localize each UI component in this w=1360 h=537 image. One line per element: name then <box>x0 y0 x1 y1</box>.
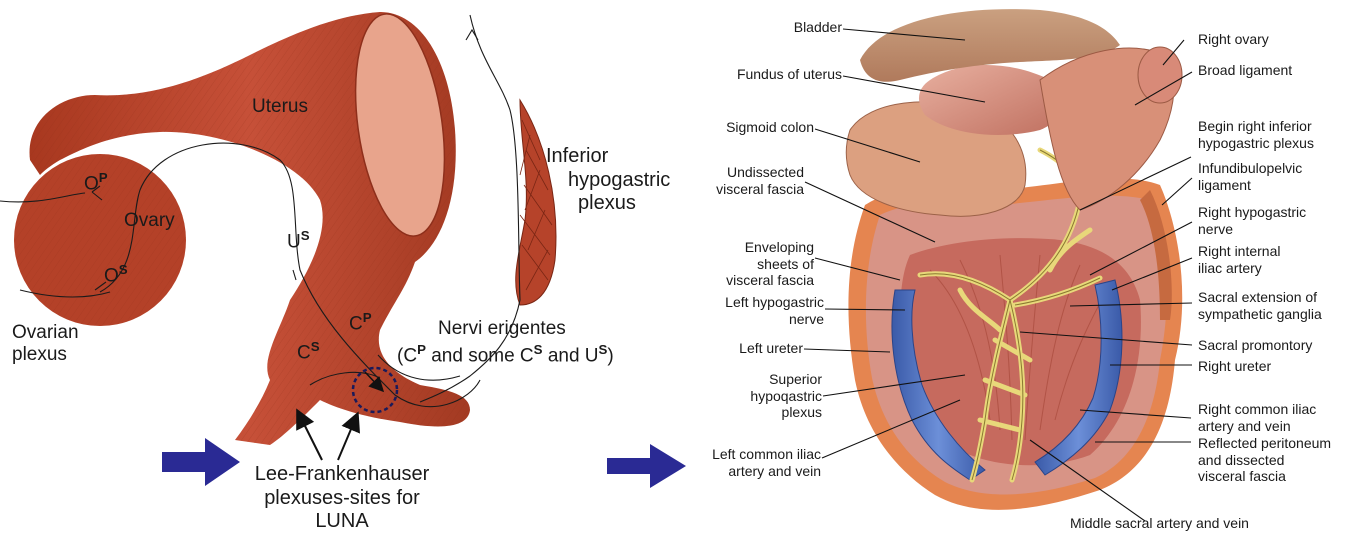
label-inferior-line: Inferior <box>546 145 670 169</box>
c-p-sup: P <box>363 310 372 325</box>
o-p-sup: P <box>99 170 108 185</box>
label-left-hypogastric-nerve: Left hypogastric nerve <box>690 294 824 327</box>
label-line: Enveloping <box>700 239 814 256</box>
label-broad-ligament: Broad ligament <box>1198 62 1292 79</box>
left-blue-arrow <box>162 438 240 486</box>
nervi-sub-open: (C <box>397 345 417 366</box>
label-fundus-of-uterus: Fundus of uterus <box>700 66 842 83</box>
label-inferior-line: plexus <box>546 192 670 216</box>
label-lee-line: plexuses-sites for <box>238 487 446 511</box>
label-line: visceral fascia <box>1198 468 1331 485</box>
label-line: hypoqastric <box>720 388 822 405</box>
label-line: Left hypogastric <box>690 294 824 311</box>
label-line: ligament <box>1198 177 1302 194</box>
label-right-internal-iliac: Right internal iliac artery <box>1198 243 1281 276</box>
label-line: Reflected peritoneum <box>1198 435 1331 452</box>
o-p-base: O <box>84 173 99 194</box>
label-line: hypogastric plexus <box>1198 135 1314 152</box>
label-superior-hypogastric-plexus: Superior hypoqastric plexus <box>720 371 822 421</box>
label-lee-line: Lee-Frankenhauser <box>238 463 446 487</box>
label-right-ovary: Right ovary <box>1198 31 1269 48</box>
label-ovarian-plexus-line: plexus <box>12 344 79 366</box>
c-p-base: C <box>349 313 363 334</box>
label-inferior-hypogastric-plexus: Inferior hypogastric plexus <box>546 145 670 216</box>
label-right-hypogastric-nerve: Right hypogastric nerve <box>1198 204 1306 237</box>
label-line: Left common iliac <box>690 446 821 463</box>
label-left-common-iliac: Left common iliac artery and vein <box>690 446 821 479</box>
nervi-sub-s1: S <box>534 342 543 357</box>
label-line: Infundibulopelvic <box>1198 160 1302 177</box>
o-s-sup: S <box>119 262 128 277</box>
label-line: nerve <box>690 311 824 328</box>
label-line: Undissected <box>680 164 804 181</box>
label-sigmoid-colon: Sigmoid colon <box>690 119 814 136</box>
label-lee-line: LUNA <box>238 510 446 534</box>
label-line: Sacral extension of <box>1198 289 1322 306</box>
label-enveloping-sheets: Enveloping sheets of visceral fascia <box>700 239 814 289</box>
c-s-base: C <box>297 342 311 363</box>
label-inferior-line: hypogastric <box>546 169 670 193</box>
label-line: Right internal <box>1198 243 1281 260</box>
label-uterus: Uterus <box>252 96 308 118</box>
label-line: visceral fascia <box>700 272 814 289</box>
label-sacral-extension: Sacral extension of sympathetic ganglia <box>1198 289 1322 322</box>
nervi-sub-and: and U <box>543 345 599 366</box>
right-ovary-shape <box>1138 47 1182 103</box>
nervi-sub-p1: P <box>417 342 426 357</box>
label-line: artery and vein <box>690 463 821 480</box>
u-s-sup: S <box>301 228 310 243</box>
label-begin-right-inferior: Begin right inferior hypogastric plexus <box>1198 118 1314 151</box>
label-nervi-erigentes-sub: (CP and some CS and US) <box>397 342 614 368</box>
label-sacral-promontory: Sacral promontory <box>1198 337 1312 354</box>
nervi-sub-mid: and some C <box>426 345 534 366</box>
label-infundibulopelvic: Infundibulopelvic ligament <box>1198 160 1302 193</box>
label-line: and dissected <box>1198 452 1331 469</box>
label-line: Begin right inferior <box>1198 118 1314 135</box>
label-nervi-erigentes: Nervi erigentes <box>438 318 566 340</box>
label-c-s: CS <box>297 339 320 365</box>
label-right-common-iliac: Right common iliac artery and vein <box>1198 401 1316 434</box>
label-line: sheets of <box>700 256 814 273</box>
o-s-base: O <box>104 265 119 286</box>
label-u-s: US <box>287 228 310 254</box>
label-ovary: Ovary <box>124 210 175 232</box>
label-line: Right hypogastric <box>1198 204 1306 221</box>
label-o-p: OP <box>84 170 108 196</box>
c-s-sup: S <box>311 339 320 354</box>
label-line: artery and vein <box>1198 418 1316 435</box>
label-line: Superior <box>720 371 822 388</box>
nervi-sub-close: ) <box>607 345 613 366</box>
label-right-ureter: Right ureter <box>1198 358 1271 375</box>
label-line: visceral fascia <box>680 181 804 198</box>
right-anatomy <box>607 9 1192 521</box>
right-blue-arrow <box>607 444 686 488</box>
label-ovarian-plexus: Ovarian plexus <box>12 322 79 367</box>
label-line: plexus <box>720 404 822 421</box>
label-o-s: OS <box>104 262 128 288</box>
label-ovarian-plexus-line: Ovarian <box>12 322 79 344</box>
label-line: iliac artery <box>1198 260 1281 277</box>
u-s-base: U <box>287 231 301 252</box>
label-left-ureter: Left ureter <box>700 340 803 357</box>
label-undissected-visceral-fascia: Undissected visceral fascia <box>680 164 804 197</box>
label-bladder: Bladder <box>760 19 842 36</box>
label-line: sympathetic ganglia <box>1198 306 1322 323</box>
left-anatomy <box>0 8 556 486</box>
label-lee-frankenhauser: Lee-Frankenhauser plexuses-sites for LUN… <box>238 463 446 534</box>
label-middle-sacral: Middle sacral artery and vein <box>1070 515 1249 532</box>
label-reflected-peritoneum: Reflected peritoneum and dissected visce… <box>1198 435 1331 485</box>
label-line: Right common iliac <box>1198 401 1316 418</box>
label-line: nerve <box>1198 221 1306 238</box>
label-c-p: CP <box>349 310 372 336</box>
